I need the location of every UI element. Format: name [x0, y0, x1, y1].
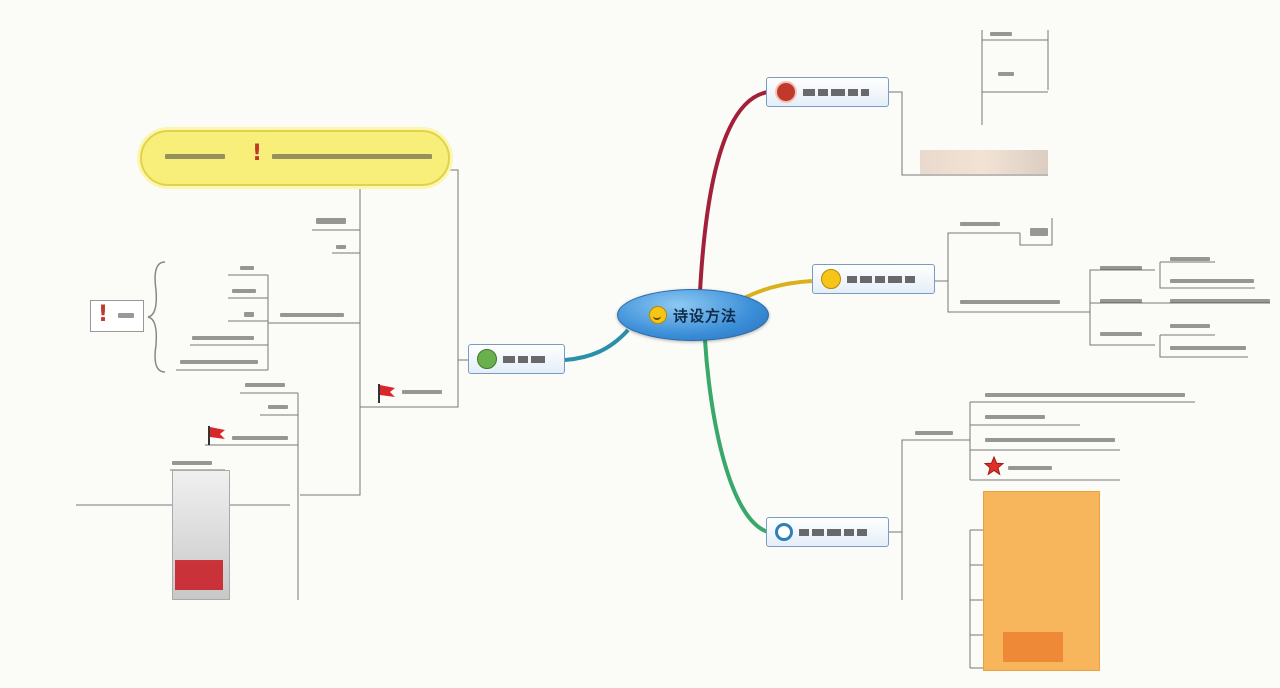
note-text-blurred	[118, 313, 134, 318]
leaf-label-blurred	[915, 431, 953, 435]
red-flag-icon	[378, 384, 395, 403]
branch-node-left[interactable]	[468, 344, 565, 374]
edge-central-to-bottom-right	[703, 339, 769, 534]
leaf-label-blurred	[336, 245, 346, 249]
leaf-label-blurred	[232, 289, 256, 293]
leaf-label-blurred	[1170, 324, 1210, 328]
leaf-label-blurred	[402, 390, 442, 394]
branch-label-blurred	[847, 275, 915, 283]
red-star-icon	[984, 456, 1004, 476]
leaf-label-blurred	[998, 72, 1014, 76]
bottom-right-subtree	[889, 401, 1195, 669]
leaf-label-blurred	[1030, 228, 1048, 236]
branch-node-top-right[interactable]	[766, 77, 889, 107]
leaf-label-blurred	[1170, 346, 1246, 350]
leaf-label-blurred	[192, 336, 254, 340]
leaf-label-blurred	[280, 313, 344, 317]
branch-label-blurred	[799, 528, 867, 536]
red-flag-icon	[208, 426, 225, 445]
leaf-label-blurred	[990, 32, 1012, 36]
leaf-label-blurred	[1170, 279, 1254, 283]
leaf-label-blurred	[1170, 299, 1270, 303]
callout-text-blurred	[165, 154, 225, 159]
exclamation-icon: !	[98, 302, 109, 327]
left-brace	[147, 261, 166, 373]
edge-central-to-top-right	[698, 90, 769, 293]
leaf-label-blurred	[1170, 257, 1210, 261]
callout-text-blurred	[272, 154, 432, 159]
leaf-label-blurred	[985, 415, 1045, 419]
exclamation-icon: !	[252, 141, 263, 166]
red-alert-icon	[775, 81, 797, 103]
branch-label-blurred	[503, 355, 545, 363]
leaf-label-blurred	[1008, 466, 1052, 470]
leaf-label-blurred	[1100, 332, 1142, 336]
leaf-label-blurred	[960, 222, 1000, 226]
leaf-label-blurred	[232, 436, 288, 440]
leaf-label-blurred	[985, 393, 1185, 397]
branch-label-blurred	[803, 88, 869, 96]
leaf-label-blurred	[960, 300, 1060, 304]
branch-node-bottom-right[interactable]	[766, 517, 889, 547]
green-check-icon	[477, 349, 497, 369]
blue-info-icon	[775, 523, 793, 541]
leaf-label-blurred	[172, 461, 212, 465]
image-thumbnail-red-area	[175, 560, 223, 590]
leaf-label-blurred	[245, 383, 285, 387]
smile-icon	[648, 306, 667, 324]
mid-right-subtree	[935, 218, 1270, 358]
note-box[interactable]	[90, 300, 144, 332]
leaf-label-blurred	[1100, 299, 1142, 303]
leaf-label-blurred	[240, 266, 254, 270]
branch-node-mid-right[interactable]	[812, 264, 935, 294]
image-strip	[920, 150, 1048, 174]
edge-central-to-left	[564, 328, 630, 362]
leaf-label-blurred	[268, 405, 288, 409]
leaf-label-blurred	[316, 218, 346, 224]
yellow-smile-icon	[821, 269, 841, 289]
leaf-label-blurred	[985, 438, 1115, 442]
leaf-label-blurred	[1100, 266, 1142, 270]
central-topic[interactable]: 诗设方法	[617, 289, 769, 341]
leaf-label-blurred	[180, 360, 258, 364]
top-right-subtree	[889, 30, 1049, 176]
leaf-label-blurred	[244, 312, 254, 317]
orange-note-detail	[1003, 632, 1063, 662]
central-topic-title: 诗设方法	[672, 306, 737, 325]
orange-note-block	[983, 491, 1100, 671]
